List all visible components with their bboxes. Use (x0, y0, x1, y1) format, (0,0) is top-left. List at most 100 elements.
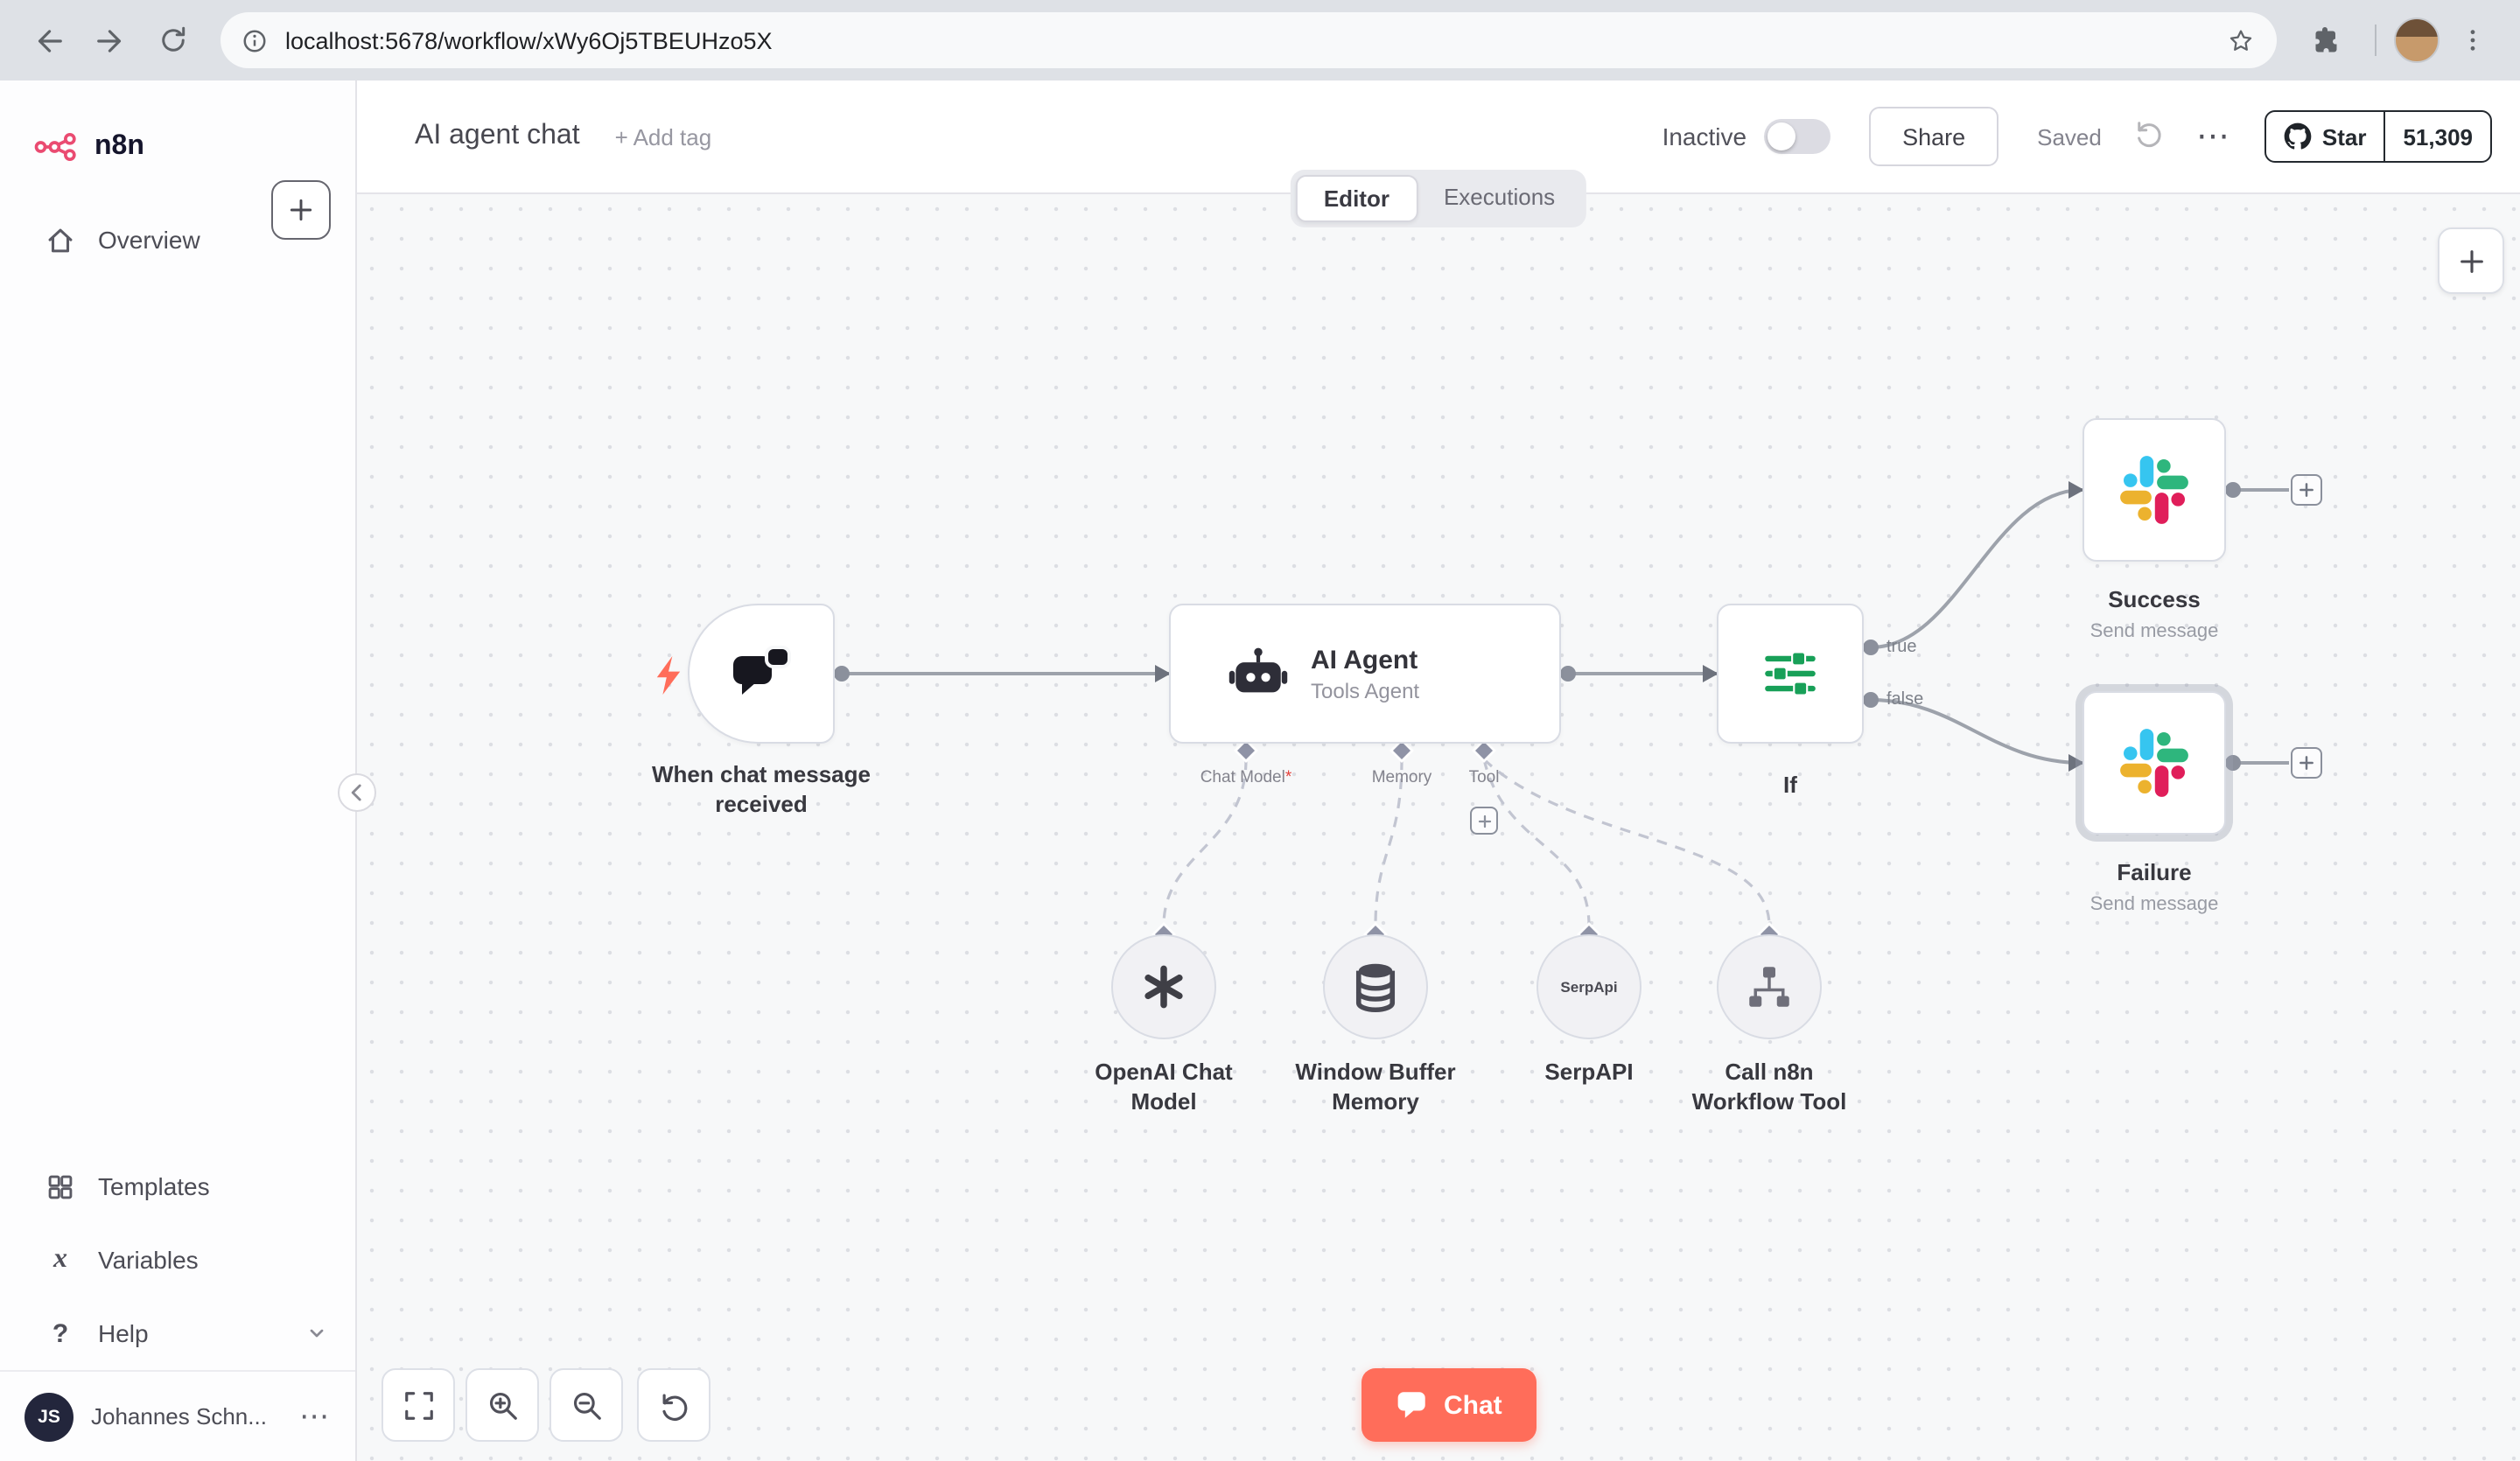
user-name: Johannes Schn... (91, 1403, 267, 1430)
github-star-widget[interactable]: Star 51,309 (2264, 110, 2492, 163)
serpapi-logo-text: SerpApi (1560, 978, 1618, 996)
undo-history-icon (2137, 121, 2161, 147)
node-label-chat-trigger: When chat message received (652, 761, 871, 817)
sitemap-icon (1749, 967, 1789, 1007)
sidebar-item-label: Overview (98, 226, 200, 254)
undo-icon (662, 1393, 687, 1420)
output-label-true: true (1886, 638, 1917, 657)
activation-toggle[interactable] (1764, 119, 1831, 154)
sidebar-item-overview[interactable]: Overview (0, 203, 355, 276)
sidebar-bottom-group: Templates x Variables ? Help (0, 1150, 355, 1370)
agent-title: AI Agent (1311, 645, 1418, 675)
fit-view-button[interactable] (382, 1368, 455, 1442)
saved-status: Saved (2037, 123, 2102, 150)
templates-icon (48, 1174, 73, 1199)
sidebar-item-variables[interactable]: x Variables (0, 1223, 355, 1297)
node-success-slack[interactable] (2082, 418, 2226, 562)
chat-button-label: Chat (1444, 1390, 1502, 1420)
open-chat-button[interactable]: Chat (1362, 1368, 1537, 1442)
home-icon (48, 227, 73, 252)
add-node-after-failure-button[interactable] (2291, 747, 2322, 779)
sidebar-collapse-button[interactable] (338, 773, 376, 812)
github-star-count: 51,309 (2384, 112, 2490, 161)
subnode-call-n8n-workflow-tool[interactable] (1717, 934, 1822, 1039)
workflow-title[interactable]: AI agent chat (415, 121, 580, 150)
browser-back-button[interactable] (18, 10, 77, 70)
node-ai-agent[interactable]: AI Agent Tools Agent (1169, 604, 1561, 744)
add-node-button[interactable] (2438, 227, 2504, 294)
user-avatar: JS (24, 1392, 74, 1441)
arrow-right-icon (96, 29, 121, 52)
brand-logo[interactable]: n8n (0, 80, 355, 178)
sidebar-item-templates[interactable]: Templates (0, 1150, 355, 1223)
add-tag-button[interactable]: + Add tag (614, 123, 712, 150)
failure-title: Failure (2117, 859, 2192, 885)
node-label-success: Success Send message (2049, 586, 2259, 644)
port-label-tool: Tool (1468, 768, 1500, 787)
variables-x-icon: x (53, 1244, 67, 1274)
reset-view-button[interactable] (637, 1368, 710, 1442)
agent-subtitle: Tools Agent (1311, 678, 1420, 703)
plus-icon (1477, 814, 1491, 828)
node-label-if: If (1783, 772, 1797, 798)
node-label-failure: Failure Send message (2049, 859, 2259, 917)
output-dot (834, 666, 850, 682)
url-text[interactable]: localhost:5678/workflow/xWy6Oj5TBEUHzo5X (285, 27, 773, 53)
address-bar[interactable]: localhost:5678/workflow/xWy6Oj5TBEUHzo5X (220, 12, 2277, 68)
slack-icon (2120, 729, 2188, 797)
chat-bubbles-icon (733, 646, 791, 695)
add-tool-button[interactable] (1470, 807, 1498, 835)
filter-icon (1765, 651, 1816, 696)
subnode-serpapi[interactable]: SerpApi (1536, 934, 1642, 1039)
reload-icon (162, 26, 186, 52)
sidebar-item-label: Help (98, 1319, 149, 1347)
add-node-after-success-button[interactable] (2291, 474, 2322, 506)
browser-forward-button[interactable] (80, 10, 140, 70)
plus-icon (290, 199, 312, 221)
plus-icon (2300, 483, 2314, 497)
output-label-false: false (1886, 690, 1924, 710)
workflow-menu-button[interactable]: ⋯ (2195, 118, 2230, 155)
fit-view-icon (404, 1391, 432, 1419)
share-button[interactable]: Share (1869, 107, 1999, 166)
extensions-icon[interactable] (2298, 10, 2357, 70)
n8n-logo-icon (34, 133, 76, 161)
tab-editor[interactable]: Editor (1295, 175, 1418, 222)
node-failure-slack[interactable] (2082, 691, 2226, 835)
failure-subtitle: Send message (2090, 893, 2219, 915)
zoom-out-button[interactable] (550, 1368, 623, 1442)
user-menu[interactable]: JS Johannes Schn... ⋯ (0, 1370, 355, 1461)
user-options-button[interactable]: ⋯ (299, 1400, 331, 1433)
activation-status-label: Inactive (1662, 122, 1747, 150)
subnode-openai-chat-model[interactable] (1111, 934, 1216, 1039)
required-asterisk: * (1284, 768, 1292, 787)
port-label-memory: Memory (1371, 768, 1432, 787)
chat-bubble-icon (1397, 1392, 1425, 1418)
browser-menu-button[interactable] (2443, 10, 2502, 70)
output-dot (1560, 666, 1576, 682)
node-if[interactable] (1717, 604, 1864, 744)
toolbar-divider (2375, 24, 2376, 56)
history-icon[interactable] (2133, 116, 2165, 157)
bookmark-star-icon[interactable] (2226, 25, 2256, 55)
sidebar: n8n Overview Templates x Variables ? Hel… (0, 80, 357, 1461)
zoom-in-button[interactable] (466, 1368, 539, 1442)
site-info-icon[interactable] (242, 27, 268, 53)
browser-toolbar: localhost:5678/workflow/xWy6Oj5TBEUHzo5X (0, 0, 2520, 80)
node-chat-trigger[interactable] (688, 604, 835, 744)
workflow-canvas[interactable]: When chat message received AI Agent Tool… (357, 194, 2520, 1461)
subnode-label-serpapi: SerpAPI (1544, 1059, 1634, 1085)
sidebar-item-help[interactable]: ? Help (0, 1297, 355, 1370)
subnode-window-buffer-memory[interactable] (1323, 934, 1428, 1039)
browser-reload-button[interactable] (144, 10, 203, 70)
new-workflow-button[interactable] (271, 180, 331, 240)
output-dot (2225, 755, 2241, 771)
browser-profile-avatar[interactable] (2394, 17, 2440, 63)
tab-executions[interactable]: Executions (1443, 184, 1556, 210)
trigger-bolt-icon (656, 656, 681, 695)
robot-icon (1228, 647, 1288, 693)
puzzle-icon (2315, 27, 2337, 52)
plus-icon (2460, 249, 2482, 272)
header-actions: Inactive Share Saved ⋯ Star 51,309 (1662, 107, 2492, 166)
zoom-out-icon (572, 1391, 600, 1419)
